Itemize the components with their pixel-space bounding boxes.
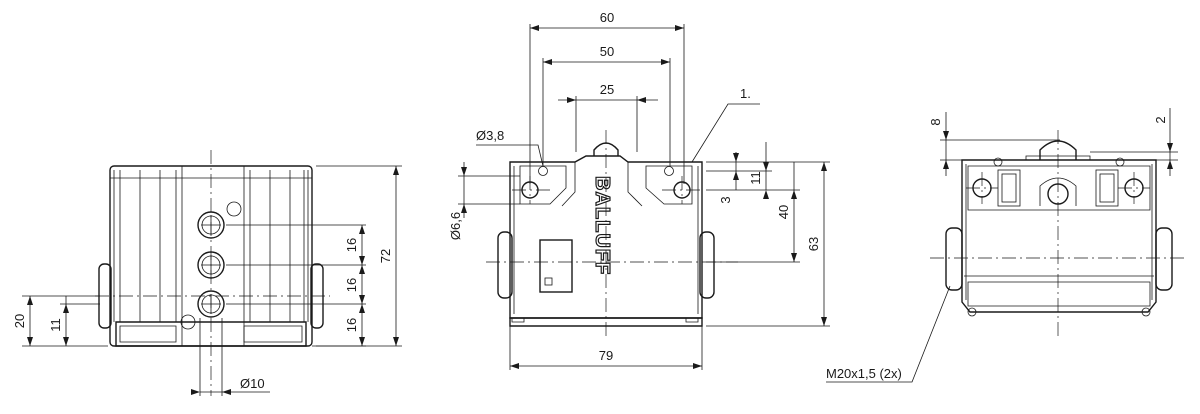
dim-front-11: 11 [748, 171, 763, 185]
front-view-dimensions [458, 24, 830, 370]
dim-side-dia10: Ø10 [240, 376, 265, 391]
dim-front-50: 50 [600, 44, 614, 59]
dim-front-63: 63 [806, 237, 821, 251]
dim-side-16-mid: 16 [344, 278, 359, 292]
side-view: 72 16 16 16 20 11 Ø10 [12, 150, 402, 396]
dim-rear-8: 8 [928, 118, 943, 125]
dim-side-16-top: 16 [344, 238, 359, 252]
rear-view: 8 2 M20x1,5 (2x) [826, 108, 1186, 383]
dim-front-40: 40 [776, 205, 791, 219]
rear-view-dimensions [826, 108, 1178, 383]
dim-front-25: 25 [600, 82, 614, 97]
dim-front-3: 3 [718, 196, 733, 203]
side-view-dimensions [22, 165, 402, 396]
dim-front-79: 79 [599, 348, 613, 363]
dim-side-16-bottom: 16 [344, 318, 359, 332]
dim-front-note-1: 1. [740, 86, 751, 101]
front-view: BALLUFF 60 50 25 1. Ø3,8 Ø6,6 3 [448, 10, 830, 370]
dim-front-dia38: Ø3,8 [476, 128, 504, 143]
dim-front-dia66: Ø6,6 [448, 212, 463, 240]
dim-front-60: 60 [600, 10, 614, 25]
rear-view-body [945, 140, 1173, 313]
dim-rear-thread: M20x1,5 (2x) [826, 366, 902, 381]
balluff-logo: BALLUFF [591, 176, 613, 275]
rear-view-holes [967, 157, 1151, 317]
dim-rear-2: 2 [1153, 116, 1168, 123]
dim-side-11: 11 [48, 318, 63, 332]
dim-side-72: 72 [378, 249, 393, 263]
dim-side-20: 20 [12, 314, 27, 328]
